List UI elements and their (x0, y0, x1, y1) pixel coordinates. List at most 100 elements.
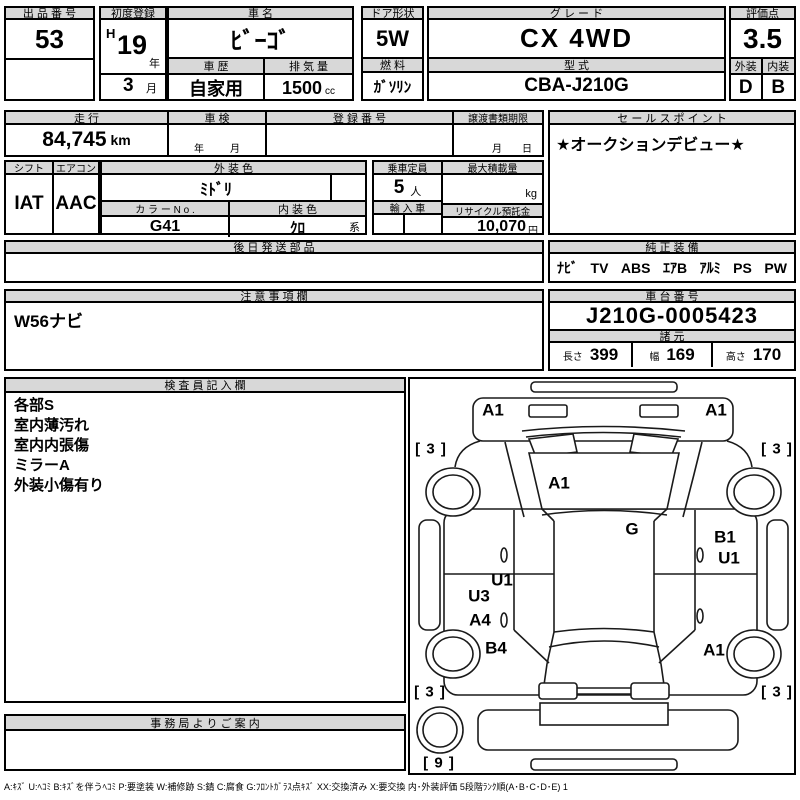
car-name-block: 車 名 ﾋﾞｰｺﾞ 車 歴 排 気 量 自家用 1500 cc (167, 6, 354, 101)
equipment-item: TV (590, 259, 609, 276)
first-registration-header: 初度登録 (101, 8, 165, 20)
damage-mark-left-rear-door-u3: U3 (468, 586, 490, 606)
inspector-header: 検 査 員 記 入 欄 (6, 379, 404, 393)
length-cell: 長さ 399 (550, 343, 631, 367)
model-code-value: CBA-J210G (524, 75, 629, 96)
mileage-row-block: 走 行 84,745 km 車 検 年 月 登 録 番 号 譲渡書類期限 (4, 110, 544, 157)
office-value (6, 731, 404, 769)
displacement-header: 排 気 量 (265, 59, 352, 73)
import-cell-1 (374, 215, 405, 233)
month-value: 3 (123, 75, 134, 96)
displacement-value-cell: 1500 cc (265, 75, 352, 101)
exterior-color-header: 外 装 色 (102, 162, 365, 175)
car-name-value: ﾋﾞｰｺﾞ (169, 20, 352, 59)
inspection-value-cell: 年 月 (169, 125, 265, 155)
notes-block: 注 意 事 項 欄 W56ナビ (4, 289, 544, 371)
capacity-load-block: 乗車定員 5 人 輸 入 車 最大積載量 kg リサイクル預託金 (372, 160, 544, 235)
damage-mark-left-quarter-b4: B4 (485, 638, 507, 658)
height-value: 170 (752, 345, 782, 364)
sales-point-value: ★オークションデビュー★ (556, 137, 745, 154)
max-load-cell: kg (443, 175, 542, 205)
shift-value: IAT (14, 193, 44, 214)
inspection-month-ph: 月 (230, 144, 240, 155)
equipment-block: 純 正 装 備 ﾅﾋﾞ TV ABS ｴｱB ｱﾙﾐ PS PW (548, 240, 796, 283)
inspector-note-line: ミラーA (14, 456, 70, 474)
interior-grade-header: 内装 (762, 59, 794, 73)
later-parts-value (6, 254, 542, 281)
mileage-header: 走 行 (6, 112, 167, 125)
capacity-value: 5 (393, 176, 405, 198)
equipment-item: ﾅﾋﾞ (557, 259, 578, 276)
damage-mark-left-front-door-u1: U1 (491, 570, 513, 590)
first-registration-block: 初度登録 H 19 年 3 月 (99, 6, 167, 101)
spare-tire-mark: [ 9 ] (423, 754, 455, 772)
width-value: 169 (666, 345, 695, 364)
equipment-item: ｴｱB (663, 259, 688, 276)
equipment-header: 純 正 装 備 (550, 242, 794, 254)
shift-aircon-block: シフト IAT エアコン AAC (4, 160, 100, 235)
grade-block: グ レ ー ド CX 4WD 型 式 CBA-J210G (427, 6, 726, 101)
recycle-value: 10,070 (477, 218, 526, 233)
car-name-header: 車 名 (169, 8, 352, 20)
equipment-item: PS (733, 259, 752, 276)
registration-no-value (267, 125, 452, 155)
equipment-item: PW (764, 259, 787, 276)
capacity-header: 乗車定員 (374, 162, 441, 175)
car-history-header: 車 歴 (169, 59, 265, 73)
exterior-grade-value: D (731, 75, 763, 100)
office-block: 事 務 局 よ り ご 案 内 (4, 714, 406, 771)
notes-value: W56ナビ (14, 312, 83, 331)
aircon-value: AAC (55, 193, 97, 214)
chassis-header: 車 台 番 号 (550, 291, 794, 303)
inspector-notes: 各部S 室内薄汚れ 室内内張傷 ミラーA 外装小傷有り (6, 393, 404, 499)
mileage-unit: km (110, 132, 131, 148)
width-label: 幅 (649, 351, 660, 363)
era-value: H (106, 26, 116, 41)
interior-color-suffix: 系 (349, 222, 360, 234)
height-cell: 高さ 170 (711, 343, 794, 367)
damage-mark-windshield: A1 (548, 473, 570, 493)
length-label: 長さ (562, 351, 583, 363)
inspector-note-line: 室内薄汚れ (14, 416, 90, 434)
interior-color-header: 内 装 色 (230, 202, 365, 215)
year-value: 19 (117, 30, 148, 60)
score-value: 3.5 (731, 20, 794, 59)
color-no-header: カ ラ ー N o . (102, 202, 230, 215)
interior-color-value: ｸﾛ (289, 219, 305, 237)
year-suffix: 年 (149, 58, 160, 70)
sales-point-block: セ ー ル ス ポ イ ン ト ★オークションデビュー★ (548, 110, 796, 235)
length-value: 399 (589, 345, 619, 364)
inspection-year-ph: 年 (194, 144, 204, 155)
damage-mark-cowl: G (625, 519, 639, 539)
model-code-header: 型 式 (429, 59, 724, 73)
exterior-color-sub-cell (330, 175, 365, 200)
deadline-month-ph: 月 (492, 144, 502, 155)
car-top-view-drawing (416, 381, 789, 771)
transfer-deadline-header: 譲渡書類期限 (454, 112, 542, 125)
chassis-block: 車 台 番 号 J210G-0005423 諸 元 長さ 399 幅 169 高… (548, 289, 796, 371)
registration-no-header: 登 録 番 号 (267, 112, 452, 125)
chassis-value: J210G-0005423 (550, 303, 794, 331)
capacity-unit: 人 (410, 185, 422, 198)
height-label: 高さ (725, 351, 746, 363)
shift-header: シフト (6, 162, 52, 175)
first-registration-month-cell: 3 月 (101, 75, 165, 99)
later-parts-block: 後 日 発 送 部 品 (4, 240, 544, 283)
later-parts-header: 後 日 発 送 部 品 (6, 242, 542, 254)
damage-mark-right-quarter-a1: A1 (703, 640, 725, 660)
width-cell: 幅 169 (631, 343, 711, 367)
displacement-value: 1500 (281, 77, 323, 98)
lot-number-block: 出 品 番 号 53 (4, 6, 95, 101)
recycle-header: リサイクル預託金 (443, 205, 542, 218)
equipment-item: ABS (620, 259, 651, 276)
damage-mark-front-bumper-left: A1 (482, 400, 504, 420)
import-header: 輸 入 車 (374, 202, 441, 215)
door-shape-value: 5W (363, 20, 422, 59)
color-no-value: G41 (102, 217, 230, 237)
damage-diagram-block: A1 A1 [ 3 ] [ 3 ] A1 G B1 U1 U1 U3 A4 B4… (408, 377, 796, 775)
equipment-item: ｱﾙﾐ (699, 259, 721, 276)
tire-depth-front-left: [ 3 ] (415, 440, 447, 458)
car-history-value: 自家用 (169, 75, 265, 101)
fuel-value: ｶﾞｿﾘﾝ (373, 78, 412, 96)
